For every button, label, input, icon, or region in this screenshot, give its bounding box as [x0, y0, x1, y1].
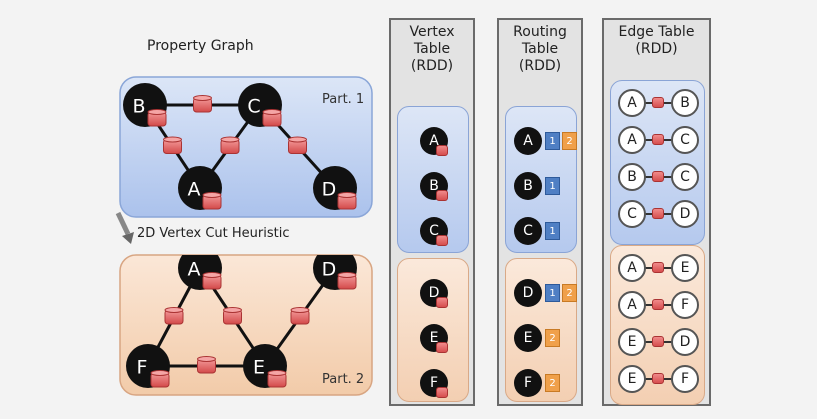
property-graph-diagram: B C A D A D F E Part. 1 Part. 2 — [115, 76, 373, 396]
cut-heuristic-arrow — [115, 211, 134, 244]
vertex-B: B — [420, 172, 448, 200]
part2-vertex-property-F — [150, 370, 170, 388]
edge-source-E: E — [618, 328, 646, 356]
vertex-label: D — [322, 259, 337, 281]
property-graph-title: Property Graph — [147, 38, 254, 54]
partition-tag-1: 1 — [545, 222, 560, 240]
edge-target-F: F — [671, 291, 699, 319]
routing-vertex-B: B — [514, 172, 542, 200]
vertex-label: A — [188, 259, 201, 281]
part1-edge-property-BC — [193, 95, 212, 113]
part1-vertex-A: A — [178, 166, 222, 210]
vertex-property-D — [436, 297, 448, 308]
vertex-property-B — [436, 190, 448, 201]
part1-vertex-property-D — [337, 192, 357, 210]
vertex-table-title: Vertex Table (RDD) — [409, 24, 455, 74]
edge-property-AE — [652, 262, 664, 273]
vertex-property-E — [436, 342, 448, 353]
part1-vertex-property-C — [262, 109, 282, 127]
part2-vertex-property-E — [267, 370, 287, 388]
part-2-label: Part. 2 — [322, 372, 364, 387]
edge-property-AC — [652, 134, 664, 145]
routing-vertex-F: F — [514, 369, 542, 397]
edge-property-AF — [652, 299, 664, 310]
part2-vertex-A: A — [178, 255, 222, 290]
vertex-label: A — [188, 179, 201, 201]
part1-vertex-C: C — [238, 83, 282, 127]
edge-target-C: C — [671, 163, 699, 191]
edge-source-A: A — [618, 291, 646, 319]
part1-vertex-property-B — [147, 109, 167, 127]
part2-vertex-D: D — [313, 255, 357, 290]
partition-tag-2: 2 — [545, 329, 560, 347]
edge-source-A: A — [618, 126, 646, 154]
partition-tag-1: 1 — [545, 177, 560, 195]
vertex-cut-heuristic-label: 2D Vertex Cut Heuristic — [137, 226, 290, 241]
part2-vertex-property-A — [202, 272, 222, 290]
part1-vertex-property-A — [202, 192, 222, 210]
part1-edge-property-BA — [163, 136, 182, 154]
partition-tag-2: 2 — [562, 284, 577, 302]
edge-source-A: A — [618, 89, 646, 117]
vertex-property-C — [436, 235, 448, 246]
part1-vertex-D: D — [313, 166, 357, 210]
edge-property-EF — [652, 373, 664, 384]
partition-2-region — [119, 254, 373, 396]
edge-target-E: E — [671, 254, 699, 282]
edge-target-B: B — [671, 89, 699, 117]
partition-tag-1: 1 — [545, 284, 560, 302]
edge-target-C: C — [671, 126, 699, 154]
part2-edge-property-ED — [290, 307, 310, 325]
edge-source-E: E — [618, 365, 646, 393]
edge-table-title: Edge Table (RDD) — [618, 24, 695, 57]
vertex-label: F — [137, 357, 148, 379]
vertex-property-F — [436, 387, 448, 398]
routing-vertex-C: C — [514, 217, 542, 245]
partition-tag-2: 2 — [562, 132, 577, 150]
vertex-label: E — [253, 357, 265, 379]
part2-vertex-F: F — [126, 344, 170, 388]
vertex-label: D — [322, 179, 337, 201]
edge-property-AB — [652, 97, 664, 108]
edge-property-ED — [652, 336, 664, 347]
part2-vertex-property-D — [337, 272, 357, 290]
edge-source-A: A — [618, 254, 646, 282]
routing-vertex-D: D — [514, 279, 542, 307]
vertex-label: C — [247, 96, 260, 118]
part1-edge-property-CA — [220, 136, 240, 154]
part2-edge-property-FE — [197, 356, 216, 374]
edge-target-F: F — [671, 365, 699, 393]
edge-source-B: B — [618, 163, 646, 191]
edge-property-BC — [652, 171, 664, 182]
edge-target-D: D — [671, 328, 699, 356]
part2-edge-property-AF — [164, 307, 184, 325]
edge-source-C: C — [618, 200, 646, 228]
edge-property-CD — [652, 208, 664, 219]
part2-vertex-E: E — [243, 344, 287, 388]
routing-table-title: Routing Table (RDD) — [513, 24, 567, 74]
partition-tag-1: 1 — [545, 132, 560, 150]
vertex-C: C — [420, 217, 448, 245]
part-1-label: Part. 1 — [322, 92, 364, 107]
part2-edge-property-AE — [223, 307, 242, 325]
routing-vertex-A: A — [514, 127, 542, 155]
edge-target-D: D — [671, 200, 699, 228]
part1-vertex-B: B — [123, 83, 167, 127]
part1-edge-property-CD — [288, 136, 307, 154]
vertex-property-A — [436, 145, 448, 156]
vertex-label: B — [132, 96, 145, 118]
routing-vertex-E: E — [514, 324, 542, 352]
partition-tag-2: 2 — [545, 374, 560, 392]
